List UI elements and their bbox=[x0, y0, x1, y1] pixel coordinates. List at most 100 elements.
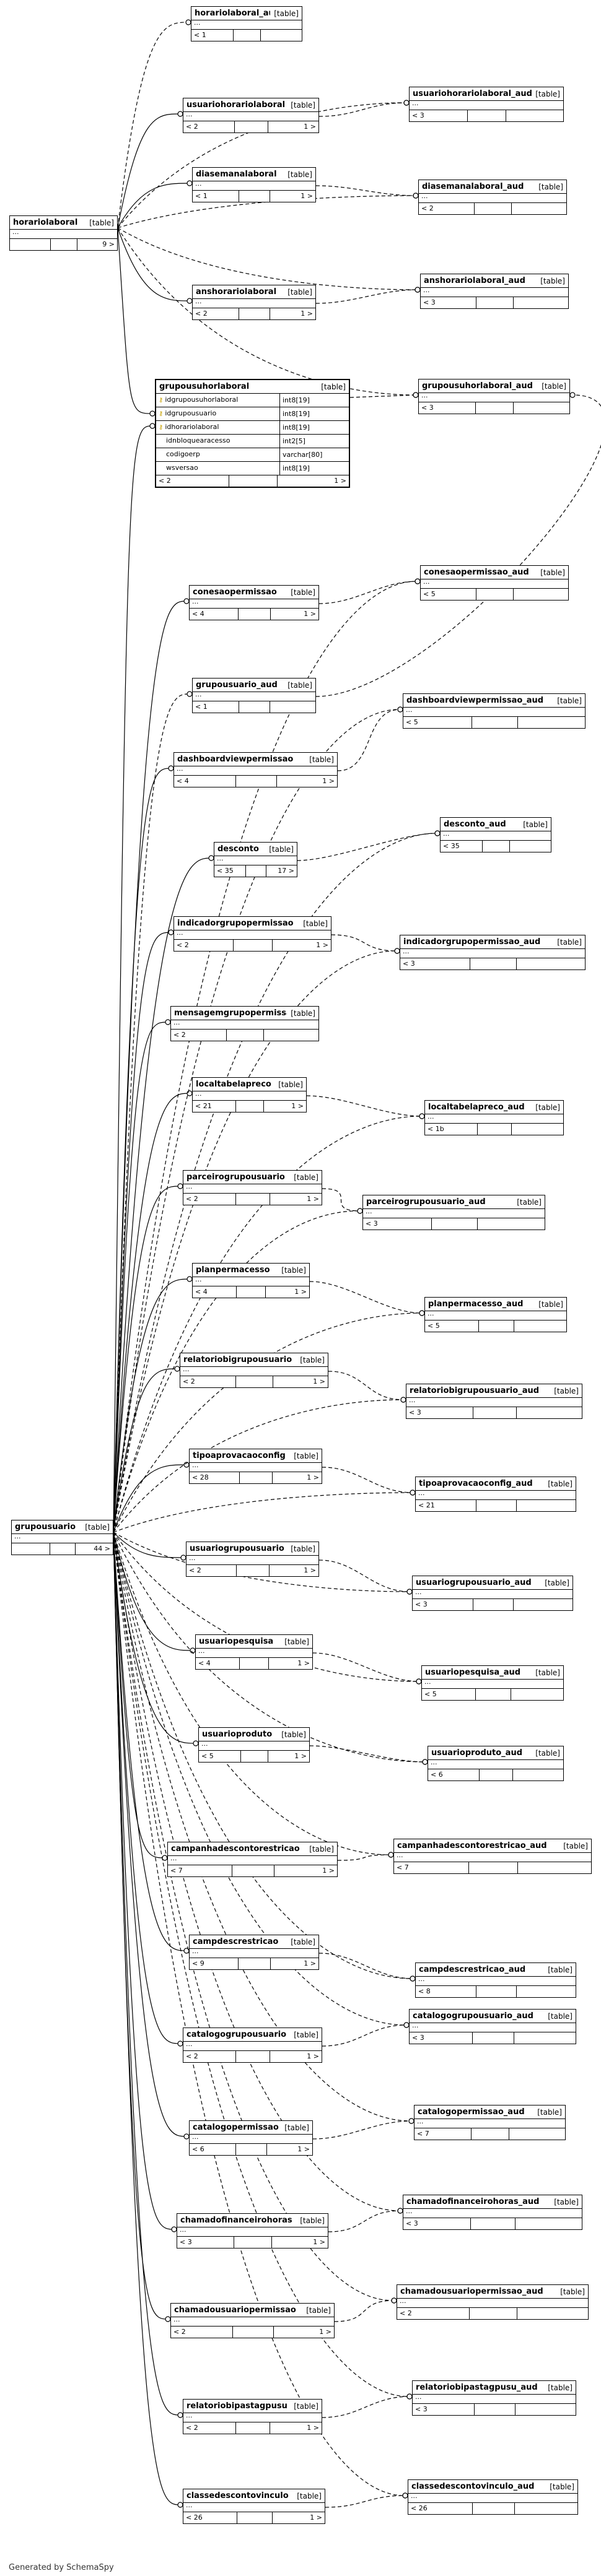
table-box[interactable]: parceirogrupousuario_aud[table]...< 3 bbox=[362, 1195, 545, 1230]
table-box[interactable]: grupousuario_aud[table]...< 1 bbox=[192, 678, 316, 713]
table-box[interactable]: usuariogrupousuario_aud[table]...< 3 bbox=[412, 1576, 573, 1611]
table-box[interactable]: dashboardviewpermissao_aud[table]...< 5 bbox=[403, 693, 586, 729]
table-name: chamadofinanceirohoras bbox=[180, 2216, 292, 2225]
table-box[interactable]: usuariopesquisa_aud[table]...< 5 bbox=[421, 1665, 564, 1701]
table-box[interactable]: anshorariolaboral_aud[table]...< 3 bbox=[420, 274, 569, 309]
table-box[interactable]: horariolaboral[table]...9 > bbox=[9, 215, 118, 251]
table-box[interactable]: catalogogrupousuario_aud[table]...< 3 bbox=[409, 2009, 576, 2044]
table-box[interactable]: conesaopermissao_aud[table]...< 5 bbox=[420, 565, 569, 601]
table-tag: [table] bbox=[287, 287, 312, 297]
table-name: anshorariolaboral bbox=[196, 287, 277, 297]
table-header: relatoriobigrupousuario[table] bbox=[180, 1353, 328, 1367]
table-box[interactable]: localtabelapreco_aud[table]...< 1b bbox=[424, 1100, 564, 1135]
table-box[interactable]: catalogopermissao_aud[table]...< 7 bbox=[414, 2105, 566, 2140]
table-box[interactable]: chamadousuariopermissao_aud[table]...< 2 bbox=[397, 2284, 589, 2320]
table-name: campanhadescontorestricao_aud bbox=[397, 1841, 547, 1850]
table-box[interactable]: usuariohorariolaboral_aud[table]...< 3 bbox=[409, 87, 564, 122]
table-tag: [table] bbox=[548, 2011, 572, 2021]
implied-relationship-line bbox=[113, 1312, 423, 1533]
table-box[interactable]: tipoaprovacaoconfig_aud[table]...< 21 bbox=[415, 1477, 576, 1512]
table-box[interactable]: grupousuario[table]...44 > bbox=[11, 1520, 113, 1555]
relationship-end-marker bbox=[183, 2133, 190, 2140]
rows-cell bbox=[476, 1986, 517, 1997]
columns-ellipsis: ... bbox=[421, 287, 568, 297]
parents-count: < 5 bbox=[425, 1321, 479, 1332]
relationship-line bbox=[113, 1278, 190, 1533]
parents-count: < 2 bbox=[183, 1194, 236, 1205]
table-header: grupousuhorlaboral[table] bbox=[156, 380, 349, 394]
parents-count: < 2 bbox=[180, 1376, 237, 1387]
table-box[interactable]: relatoriobipastagpusu_aud[table]...< 3 bbox=[412, 2380, 576, 2416]
table-box[interactable]: indicadorgrupopermissao_aud[table]...< 3 bbox=[400, 935, 586, 970]
columns-ellipsis: ... bbox=[193, 180, 315, 191]
table-footer: < 8 bbox=[416, 1986, 576, 1997]
implied-relationship-line bbox=[337, 1854, 392, 1861]
table-box[interactable]: chamadofinanceirohoras_aud[table]...< 3 bbox=[403, 2195, 582, 2230]
table-name: planpermacesso bbox=[196, 1265, 270, 1275]
relationship-line bbox=[117, 183, 190, 228]
table-name: usuariohorariolaboral_aud bbox=[413, 89, 532, 98]
parents-count: < 5 bbox=[403, 717, 473, 728]
relationship-line bbox=[117, 227, 153, 414]
table-box[interactable]: diasemanalaboral_aud[table]...< 2 bbox=[418, 180, 567, 215]
table-tag: [table] bbox=[517, 1197, 542, 1207]
table-box[interactable]: mensagemgrupopermissao[table]...< 2 bbox=[170, 1006, 319, 1041]
table-name: horariolaboral_aud bbox=[195, 9, 270, 18]
rows-cell bbox=[233, 2327, 274, 2338]
rows-cell bbox=[483, 841, 511, 852]
relationship-end-marker bbox=[406, 2393, 413, 2400]
table-tag: [table] bbox=[538, 182, 563, 191]
table-box[interactable]: campdescrestricao_aud[table]...< 8 bbox=[415, 1962, 576, 1998]
column-name-cell: codigoerp bbox=[156, 448, 280, 461]
table-tag: [table] bbox=[294, 2030, 318, 2039]
table-footer: < 3 bbox=[410, 110, 563, 121]
table-box[interactable]: campanhadescontorestricao_aud[table]...<… bbox=[393, 1839, 592, 1874]
table-box[interactable]: relatoriobigrupousuario_aud[table]...< 3 bbox=[406, 1384, 582, 1419]
column-name: idnbloquearacesso bbox=[166, 436, 230, 445]
table-header: catalogopermissao[table] bbox=[190, 2121, 312, 2135]
children-count bbox=[514, 297, 568, 308]
table-box[interactable]: usuarioproduto_aud[table]...< 6 bbox=[428, 1746, 564, 1781]
table-box[interactable]: planpermacesso_aud[table]...< 5 bbox=[424, 1297, 567, 1332]
main-table-box[interactable]: grupousuhorlaboral[table]⚷idgrupousuhorl… bbox=[155, 379, 350, 488]
rows-cell bbox=[241, 1751, 269, 1762]
table-footer: < 3 bbox=[403, 2218, 582, 2229]
columns-ellipsis: ... bbox=[416, 1975, 576, 1986]
table-name: relatoriobipastagpusu bbox=[186, 2401, 287, 2411]
table-box[interactable]: grupousuhorlaboral_aud[table]...< 3 bbox=[418, 379, 570, 414]
table-box[interactable]: horariolaboral_aud[table]...< 1 bbox=[191, 6, 302, 41]
table-footer: < 5 bbox=[403, 717, 585, 728]
implied-relationship-line bbox=[113, 1532, 392, 1855]
table-box[interactable]: classedescontovinculo_aud[table]...< 26 bbox=[408, 2479, 578, 2515]
table-name: tipoaprovacaoconfig_aud bbox=[419, 1479, 533, 1488]
table-box[interactable]: desconto_aud[table]...< 35 bbox=[440, 817, 551, 852]
implied-relationship-line bbox=[322, 1467, 413, 1493]
table-tag: [table] bbox=[535, 1103, 560, 1112]
table-name: usuariopesquisa_aud bbox=[425, 1668, 521, 1677]
rows-cell bbox=[472, 717, 518, 728]
